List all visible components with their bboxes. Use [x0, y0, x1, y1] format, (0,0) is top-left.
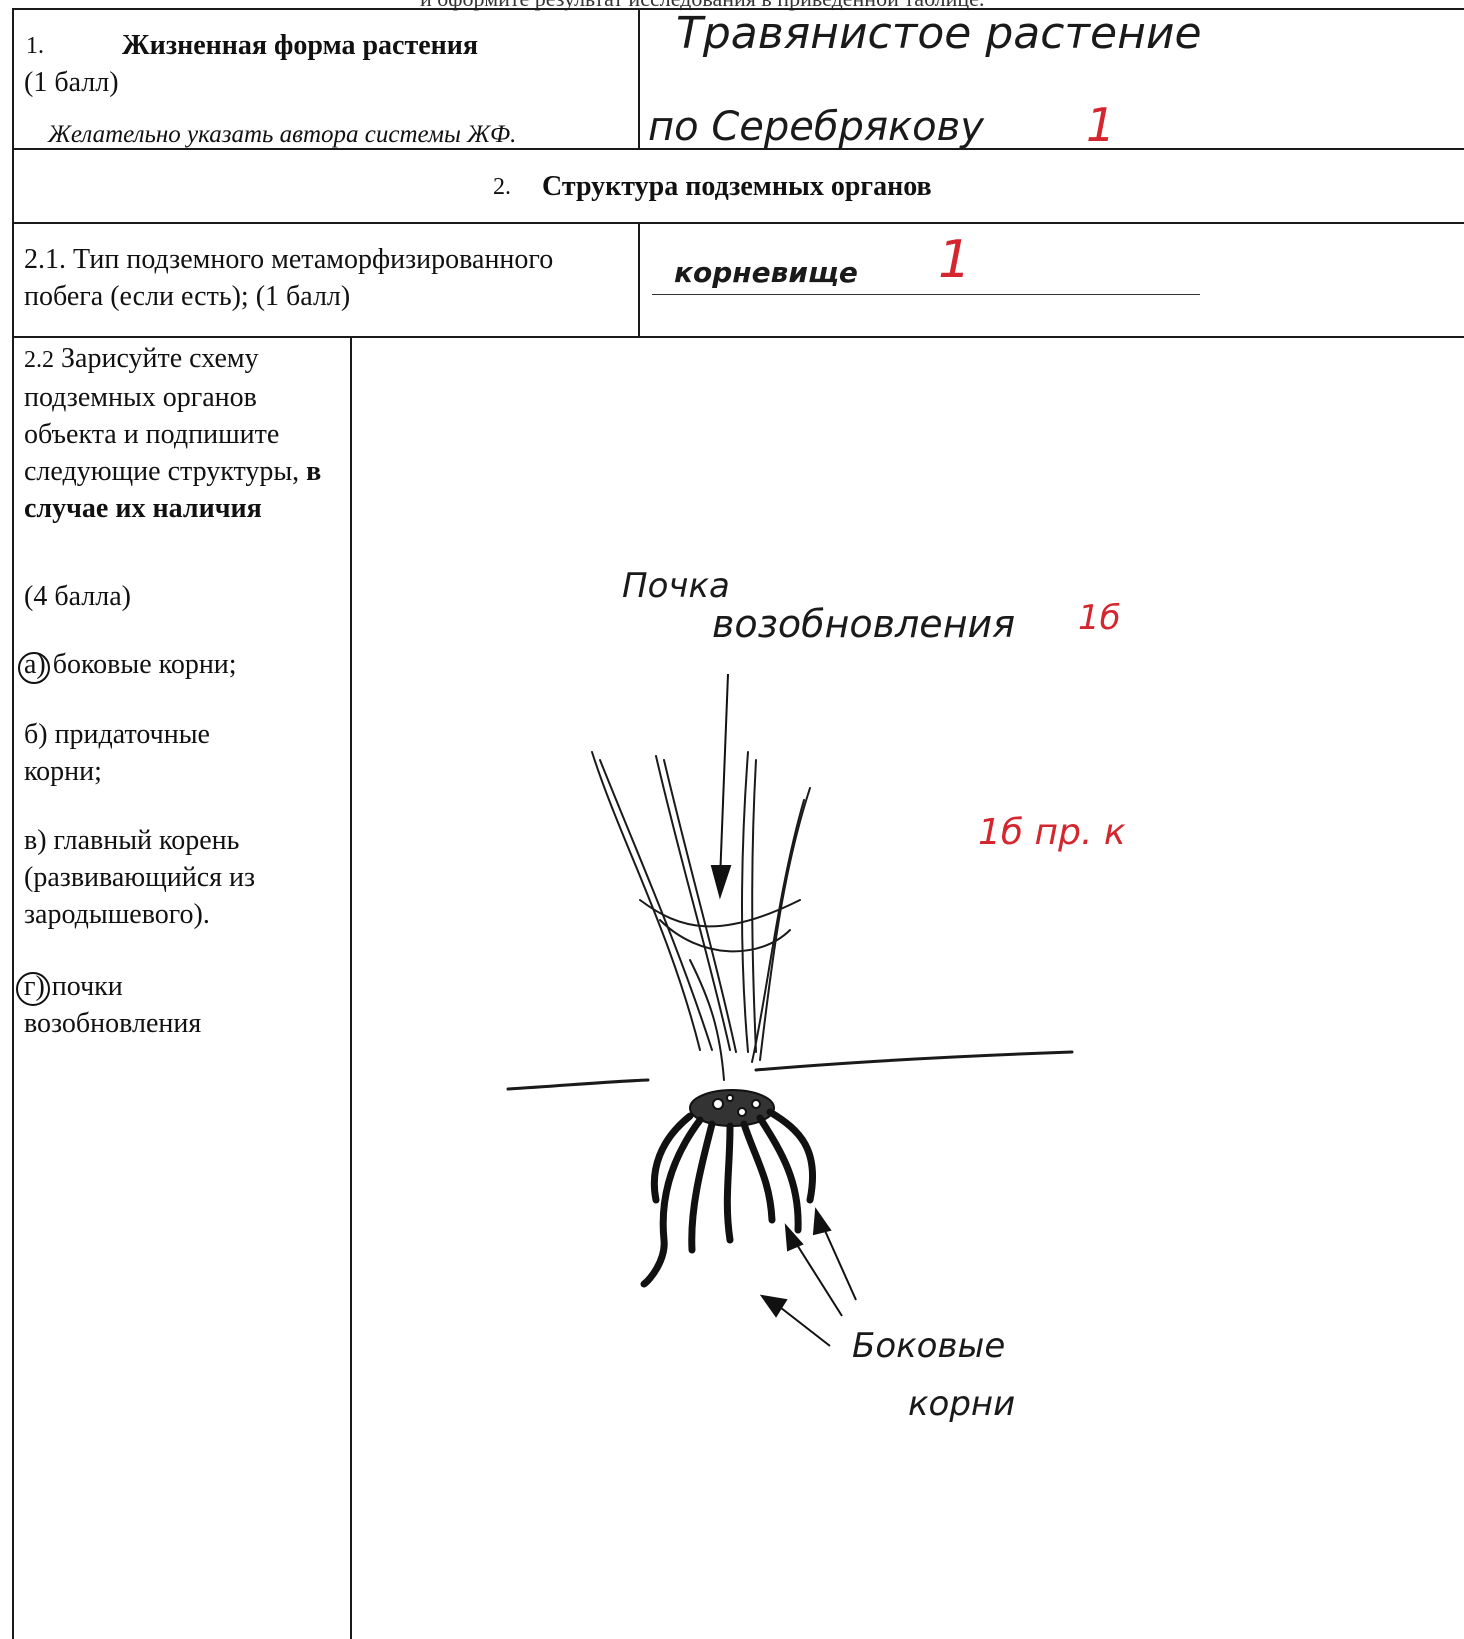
root-arrow-1-shaft	[776, 1304, 830, 1346]
root-7	[654, 1116, 690, 1200]
root-arrow-1-head	[762, 1296, 786, 1316]
lateral-roots	[644, 1112, 813, 1284]
soil-lines	[508, 1052, 1072, 1089]
root-3	[727, 1126, 730, 1240]
soil-line-right	[756, 1052, 1072, 1070]
root-4	[744, 1124, 772, 1220]
leaf-5	[742, 752, 748, 1052]
bud-arrow-head	[712, 866, 730, 896]
leaf-1	[592, 752, 700, 1050]
leaves	[592, 752, 810, 1080]
leaf-4	[664, 760, 736, 1052]
leaf-2	[600, 760, 712, 1050]
root-2	[692, 1124, 712, 1250]
leaf-3	[656, 756, 730, 1050]
leaf-7	[760, 788, 810, 1060]
root-arrow-3-head	[814, 1210, 830, 1234]
bud-arrow-shaft	[720, 674, 728, 880]
leaf-6	[752, 760, 756, 1052]
soil-line-left	[508, 1080, 648, 1089]
root-arrow-3-shaft	[822, 1224, 856, 1300]
arrows	[712, 674, 856, 1346]
